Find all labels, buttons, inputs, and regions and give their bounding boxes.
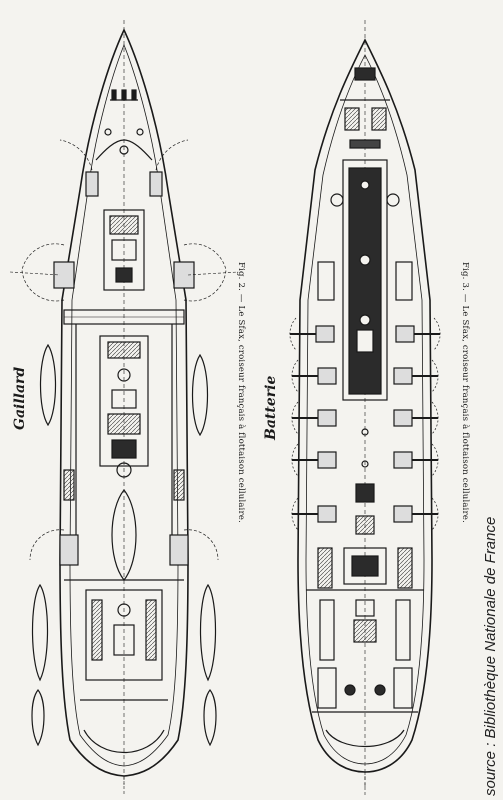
fig2-boat [39,343,57,427]
fig3-caption: Fig. 3. — Le Sfax, croiseur français à f… [460,262,470,523]
fig2-gaillard-plan [9,20,239,795]
fig2-boat [191,353,209,437]
fig2-caption: Fig. 2. — Le Sfax, croiseur français à f… [236,262,246,523]
fig2-deck-label: Gaillard [12,366,28,430]
source-credit: source : Bibliothèque Nationale de Franc… [482,516,499,796]
fig3-battery-guns-port [289,317,337,531]
fig3-batterie-plan [289,20,441,795]
fig3-battery-guns-starboard [393,317,441,531]
fig3-deck-label: Batterie [263,375,279,440]
